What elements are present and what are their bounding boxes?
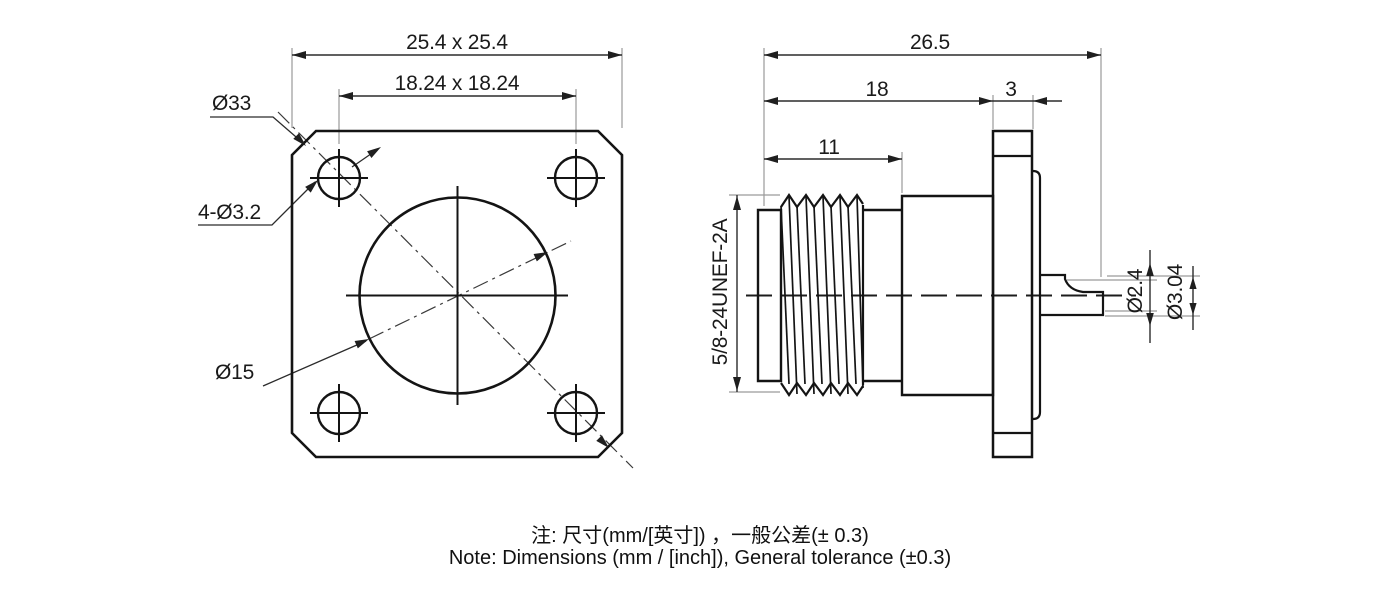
coupling-end-face: [756, 208, 783, 383]
body-length-dimension: 18: [865, 78, 889, 101]
mounting-holes-label: 4-Ø3.2: [198, 201, 261, 224]
center-hole-centerlines: [346, 186, 568, 405]
hole-spacing-dimension: 18.24 x 18.24: [394, 72, 520, 95]
insulator-diameter-label: Ø3.04: [1164, 263, 1187, 321]
overall-length-dimension: 26.5: [909, 31, 951, 54]
side-view: [729, 48, 1200, 459]
front-leader-lines: [198, 116, 379, 387]
thread-length-dimension: 11: [818, 136, 840, 159]
flange-outline: [290, 129, 624, 459]
corner-circle-label: Ø33: [212, 92, 252, 115]
mounting-holes: [310, 149, 605, 442]
note-english: Note: Dimensions (mm / [inch]), General …: [448, 547, 952, 569]
flange-size-dimension: 25.4 x 25.4: [406, 31, 508, 54]
note-chinese: 注: 尺寸(mm/[英寸]) ，一般公差(± 0.3): [531, 525, 869, 547]
thread-runout-neck: [863, 208, 902, 383]
contact-pin: [1040, 273, 1105, 317]
flange-side-profile: [991, 129, 1034, 459]
front-arrowheads: [292, 51, 622, 448]
thread-profile: [780, 193, 865, 397]
side-arrowheads: [733, 51, 1197, 391]
insulator-disc: [1032, 169, 1042, 421]
pin-diameter-label: Ø2.4: [1124, 268, 1147, 314]
side-extension-lines: [729, 48, 1200, 393]
front-centerline-diagonals: [277, 111, 634, 469]
front-view: [198, 48, 634, 469]
thread-spec-label: 5/8-24UNEF-2A: [709, 218, 732, 366]
side-dimension-lines: [736, 54, 1194, 392]
center-hole-label: Ø15: [215, 361, 255, 384]
front-extension-lines: [291, 48, 623, 144]
front-dimension-lines: [292, 54, 622, 97]
flange-thickness-dimension: 3: [1005, 78, 1017, 101]
thread-flank-lines: [780, 195, 864, 395]
